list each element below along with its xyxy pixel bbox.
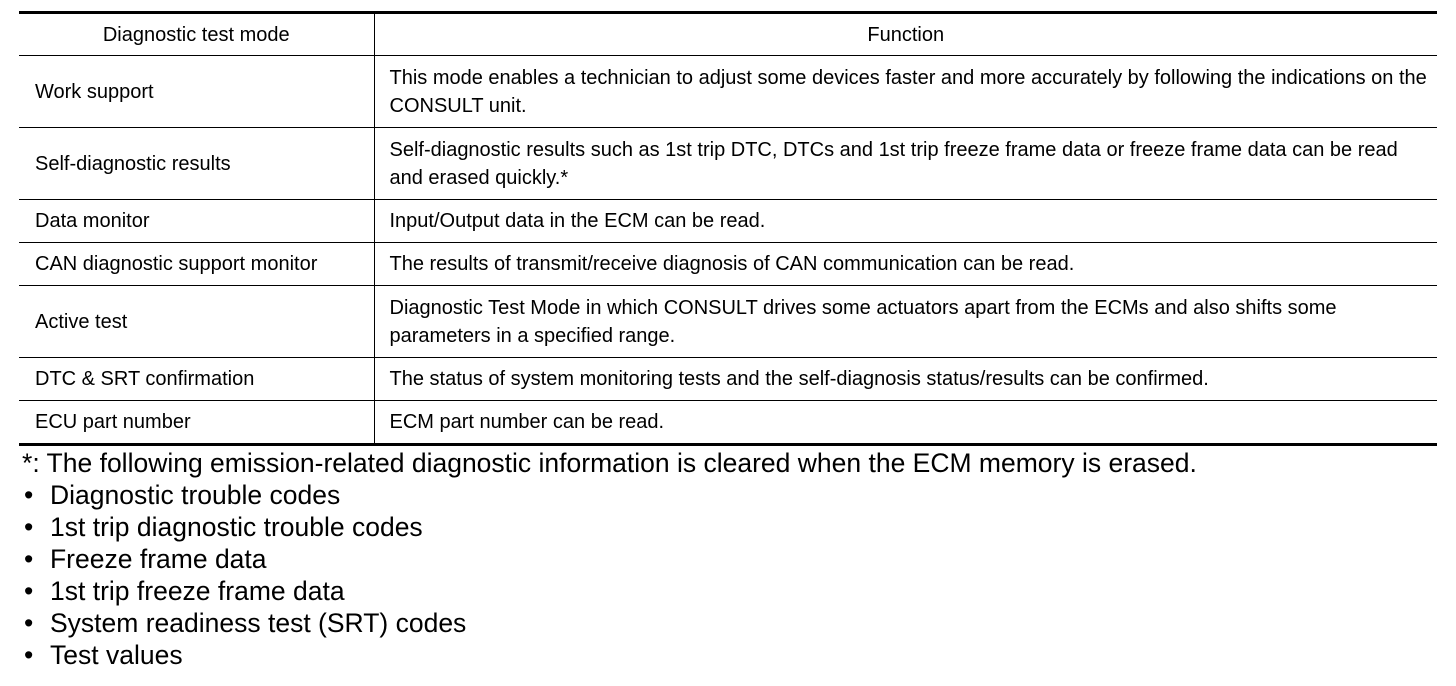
table-row: Data monitor Input/Output data in the EC… xyxy=(19,199,1437,243)
header-function: Function xyxy=(374,12,1437,56)
footnote-block: *: The following emission-related diagno… xyxy=(22,447,1442,671)
list-item: • Diagnostic trouble codes xyxy=(22,479,1442,511)
mode-cell-data-monitor: Data monitor xyxy=(19,199,375,243)
table-row: DTC & SRT confirmation The status of sys… xyxy=(19,357,1437,401)
cleared-information-list: • Diagnostic trouble codes • 1st trip di… xyxy=(22,479,1442,671)
mode-cell-ecu-part-number: ECU part number xyxy=(19,400,375,445)
function-cell-active-test: Diagnostic Test Mode in which CONSULT dr… xyxy=(374,285,1437,358)
function-cell-self-diagnostic-results: Self-diagnostic results such as 1st trip… xyxy=(374,127,1437,200)
function-cell-data-monitor: Input/Output data in the ECM can be read… xyxy=(374,199,1437,243)
function-cell-ecu-part-number: ECM part number can be read. xyxy=(389,411,665,433)
table-row: Active test Diagnostic Test Mode in whic… xyxy=(19,285,1437,358)
list-item: • Freeze frame data xyxy=(22,543,1442,575)
list-item: • Test values xyxy=(22,639,1442,671)
bullet-icon: • xyxy=(24,608,34,638)
mode-cell-can-diagnostic-support-monitor: CAN diagnostic support monitor xyxy=(19,242,375,286)
table-row: ECU part number ECM part number can be r… xyxy=(19,400,1437,445)
list-item: • 1st trip freeze frame data xyxy=(22,575,1442,607)
bullet-icon: • xyxy=(24,512,34,542)
bullet-icon: • xyxy=(24,480,34,510)
list-item-label: System readiness test (SRT) codes xyxy=(50,608,467,638)
bullet-icon: • xyxy=(24,576,34,606)
diagnostic-mode-table: Diagnostic test mode Function Work suppo… xyxy=(19,11,1437,446)
mode-cell-dtc-srt-confirmation: DTC & SRT confirmation xyxy=(19,357,375,401)
list-item-label: 1st trip freeze frame data xyxy=(50,576,345,606)
table-header-row: Diagnostic test mode Function xyxy=(19,12,1437,56)
bullet-icon: • xyxy=(24,640,34,670)
list-item: • 1st trip diagnostic trouble codes xyxy=(22,511,1442,543)
list-item: • System readiness test (SRT) codes xyxy=(22,607,1442,639)
list-item-label: 1st trip diagnostic trouble codes xyxy=(50,512,423,542)
table-row: Self-diagnostic results Self-diagnostic … xyxy=(19,127,1437,200)
list-item-label: Diagnostic trouble codes xyxy=(50,480,341,510)
list-item-label: Freeze frame data xyxy=(50,544,267,574)
mode-cell-work-support: Work support xyxy=(19,55,375,128)
table-row: CAN diagnostic support monitor The resul… xyxy=(19,242,1437,286)
mode-cell-active-test: Active test xyxy=(19,285,375,358)
function-cell-work-support: This mode enables a technician to adjust… xyxy=(374,55,1437,128)
function-cell-dtc-srt-confirmation: The status of system monitoring tests an… xyxy=(374,357,1437,401)
mode-cell-self-diagnostic-results: Self-diagnostic results xyxy=(19,127,375,200)
header-diagnostic-test-mode: Diagnostic test mode xyxy=(19,12,375,56)
bullet-icon: • xyxy=(24,544,34,574)
footnote-text: *: The following emission-related diagno… xyxy=(22,448,1197,478)
function-cell-can-diagnostic-support-monitor: The results of transmit/receive diagnosi… xyxy=(374,242,1437,286)
table-row: Work support This mode enables a technic… xyxy=(19,55,1437,128)
list-item-label: Test values xyxy=(50,640,183,670)
